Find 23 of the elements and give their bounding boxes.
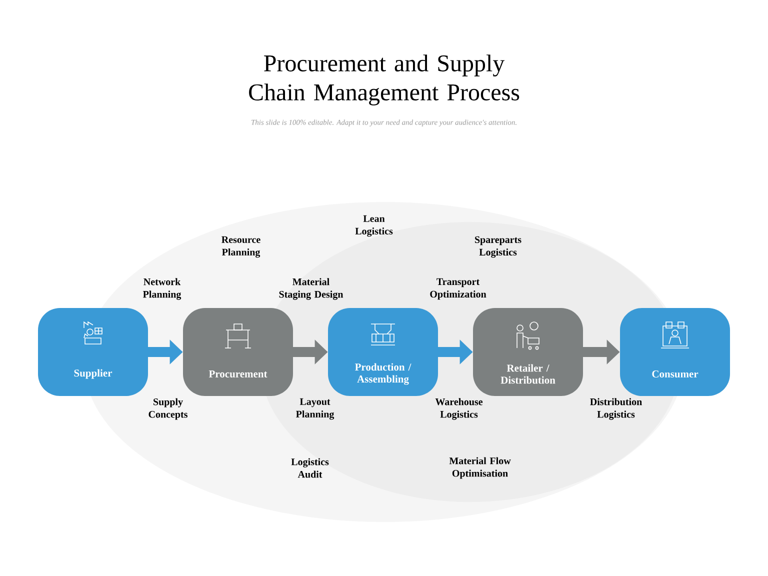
process-box bbox=[328, 308, 438, 396]
process-box bbox=[38, 308, 148, 396]
step-label: Retailer / Distribution bbox=[500, 364, 556, 384]
process-box bbox=[620, 308, 730, 396]
term-label: Supply Concepts bbox=[148, 398, 188, 420]
term-label: Spareparts Logistics bbox=[475, 236, 522, 258]
term-label: Warehouse Logistics bbox=[435, 398, 483, 420]
term-label: Transport Optimization bbox=[430, 278, 486, 300]
term-label: Lean Logistics bbox=[355, 215, 393, 237]
process-box bbox=[473, 308, 583, 396]
step-label: Procurement bbox=[208, 370, 268, 378]
term-label: Layout Planning bbox=[296, 398, 334, 420]
term-label: Material Staging Design bbox=[279, 278, 344, 300]
step-label: Supplier bbox=[74, 369, 112, 379]
title: Procurement and Supply Chain Management Process bbox=[249, 54, 520, 106]
step-label: Consumer bbox=[652, 370, 698, 378]
term-label: Distribution Logistics bbox=[590, 398, 642, 420]
step-label: Production / Assembling bbox=[354, 363, 412, 385]
term-label: Resource Planning bbox=[222, 236, 260, 258]
term-label: Network Planning bbox=[143, 278, 182, 300]
process-box bbox=[183, 308, 293, 396]
term-label: Logistics Audit bbox=[291, 458, 329, 478]
term-label: Material Flow Optimisation bbox=[449, 457, 511, 479]
